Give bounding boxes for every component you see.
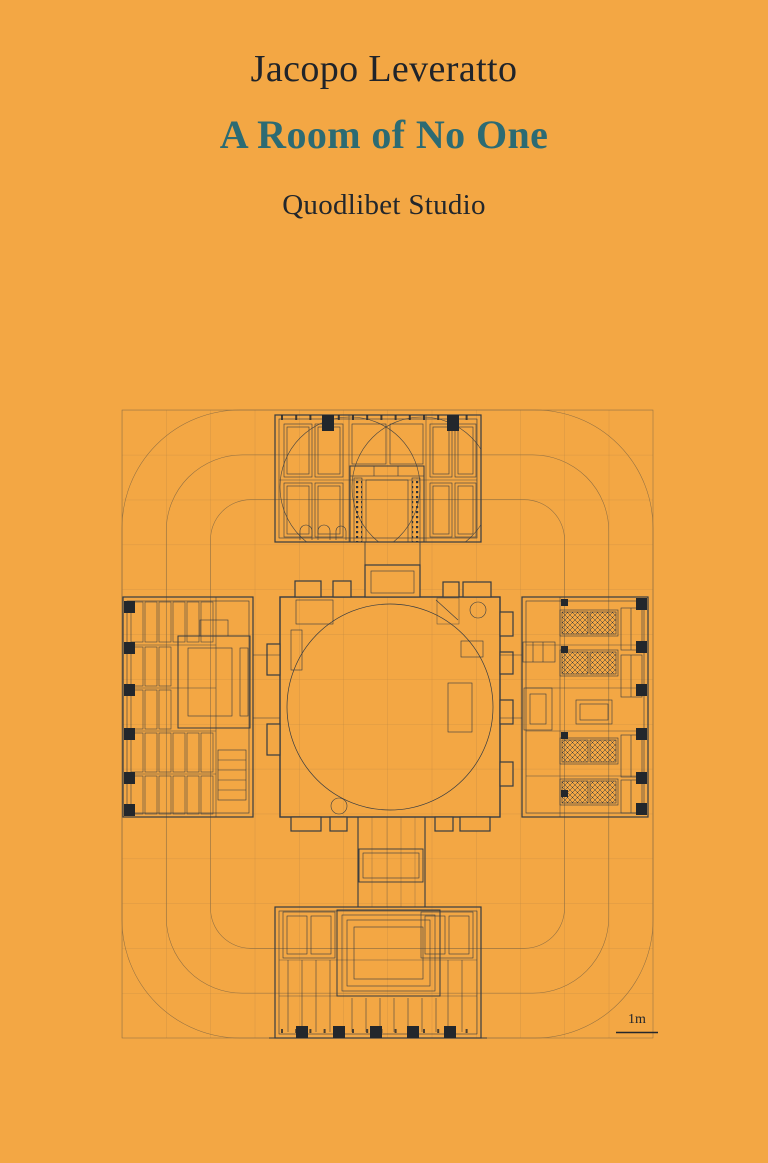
scale-bar: 1m	[616, 1012, 658, 1034]
publisher-name: Quodlibet Studio	[282, 189, 486, 221]
ornamental-grid	[121, 409, 654, 1039]
top-wing	[274, 414, 482, 543]
book-title: A Room of No One	[219, 112, 549, 157]
left-wing	[122, 596, 254, 818]
right-wing	[521, 596, 649, 818]
author-name: Jacopo Leveratto	[250, 48, 518, 90]
bottom-wing	[269, 906, 487, 1039]
scale-label: 1m	[628, 1012, 646, 1027]
central-rotunda	[253, 542, 522, 907]
